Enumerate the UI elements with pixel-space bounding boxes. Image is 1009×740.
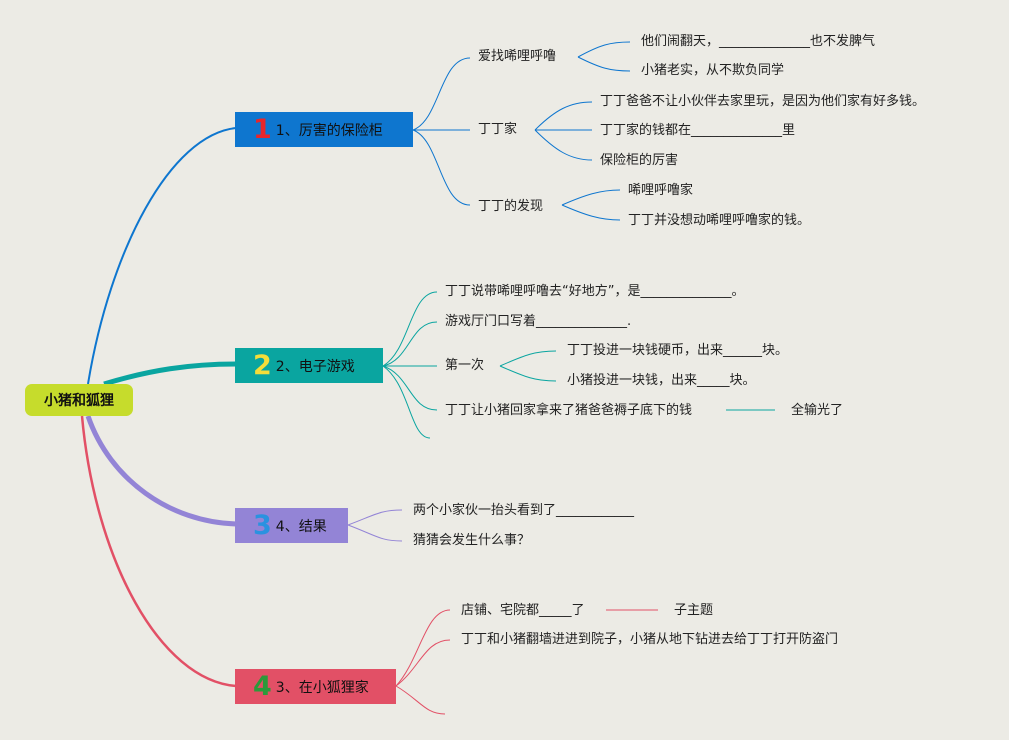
link-root-topic3 (85, 415, 237, 527)
topic-2[interactable]: 2 2、电子游戏 (235, 348, 383, 383)
topic-3[interactable]: 3 4、结果 (235, 508, 348, 543)
topic-1-label: 1、厉害的保险柜 (275, 122, 383, 139)
t3-item[interactable]: 猜猜会发生什么事？ (413, 533, 531, 548)
t2-item[interactable]: 丁丁说带唏哩呼噜去“好地方”，是______________。 (445, 284, 745, 299)
t2-item[interactable]: 游戏厅门口写着______________. (445, 314, 632, 329)
topic-1[interactable]: 1 1、厉害的保险柜 (235, 112, 413, 147)
t1-sub1[interactable]: 爱找唏哩呼噜 (478, 49, 557, 64)
t2-item-child[interactable]: 全输光了 (791, 403, 844, 418)
t1-sub1-item[interactable]: 小猪老实，从不欺负同学 (641, 63, 785, 78)
topic-3-label: 4、结果 (275, 518, 327, 535)
t1-sub2-item[interactable]: 丁丁家的钱都在______________里 (600, 123, 796, 138)
badge-3: 3 (253, 509, 272, 541)
badge-4: 4 (253, 670, 272, 702)
t1-sub3[interactable]: 丁丁的发现 (478, 199, 544, 214)
t1-sub2-item[interactable]: 丁丁爸爸不让小伙伴去家里玩，是因为他们家有好多钱。 (600, 94, 926, 109)
t1-sub3-item[interactable]: 唏哩呼噜家 (628, 183, 694, 198)
badge-1: 1 (253, 113, 272, 145)
root-node[interactable]: 小猪和狐狸 (25, 384, 133, 416)
link-root-topic2 (103, 361, 237, 387)
t4-item[interactable]: 店铺、宅院都_____了 (461, 603, 585, 618)
t2-sub-item[interactable]: 小猪投进一块钱，出来_____块。 (567, 373, 756, 388)
t2-sub-item[interactable]: 丁丁投进一块钱硬币，出来______块。 (567, 343, 789, 358)
t2-item[interactable]: 丁丁让小猪回家拿来了猪爸爸褥子底下的钱 (445, 403, 693, 418)
t2-sub[interactable]: 第一次 (445, 358, 485, 373)
t1-sub2[interactable]: 丁丁家 (478, 122, 518, 137)
link-root-topic1 (87, 127, 237, 385)
t4-item[interactable]: 丁丁和小猪翻墙进进到院子，小猪从地下钻进去给丁丁打开防盗门 (461, 632, 839, 647)
topic-4-label: 3、在小狐狸家 (275, 679, 369, 696)
t1-sub2-item[interactable]: 保险柜的厉害 (600, 153, 679, 168)
link-root-topic4 (80, 415, 237, 688)
t3-item[interactable]: 两个小家伙一抬头看到了____________ (413, 503, 635, 518)
t1-sub3-item[interactable]: 丁丁并没想动唏哩呼噜家的钱。 (628, 213, 811, 228)
badge-2: 2 (253, 349, 272, 381)
root-label: 小猪和狐狸 (44, 393, 114, 409)
t1-sub1-item[interactable]: 他们闹翻天，______________也不发脾气 (641, 34, 876, 49)
topic-2-label: 2、电子游戏 (275, 358, 355, 375)
t4-item-child[interactable]: 子主题 (674, 603, 714, 618)
topic-4[interactable]: 4 3、在小狐狸家 (235, 669, 396, 704)
